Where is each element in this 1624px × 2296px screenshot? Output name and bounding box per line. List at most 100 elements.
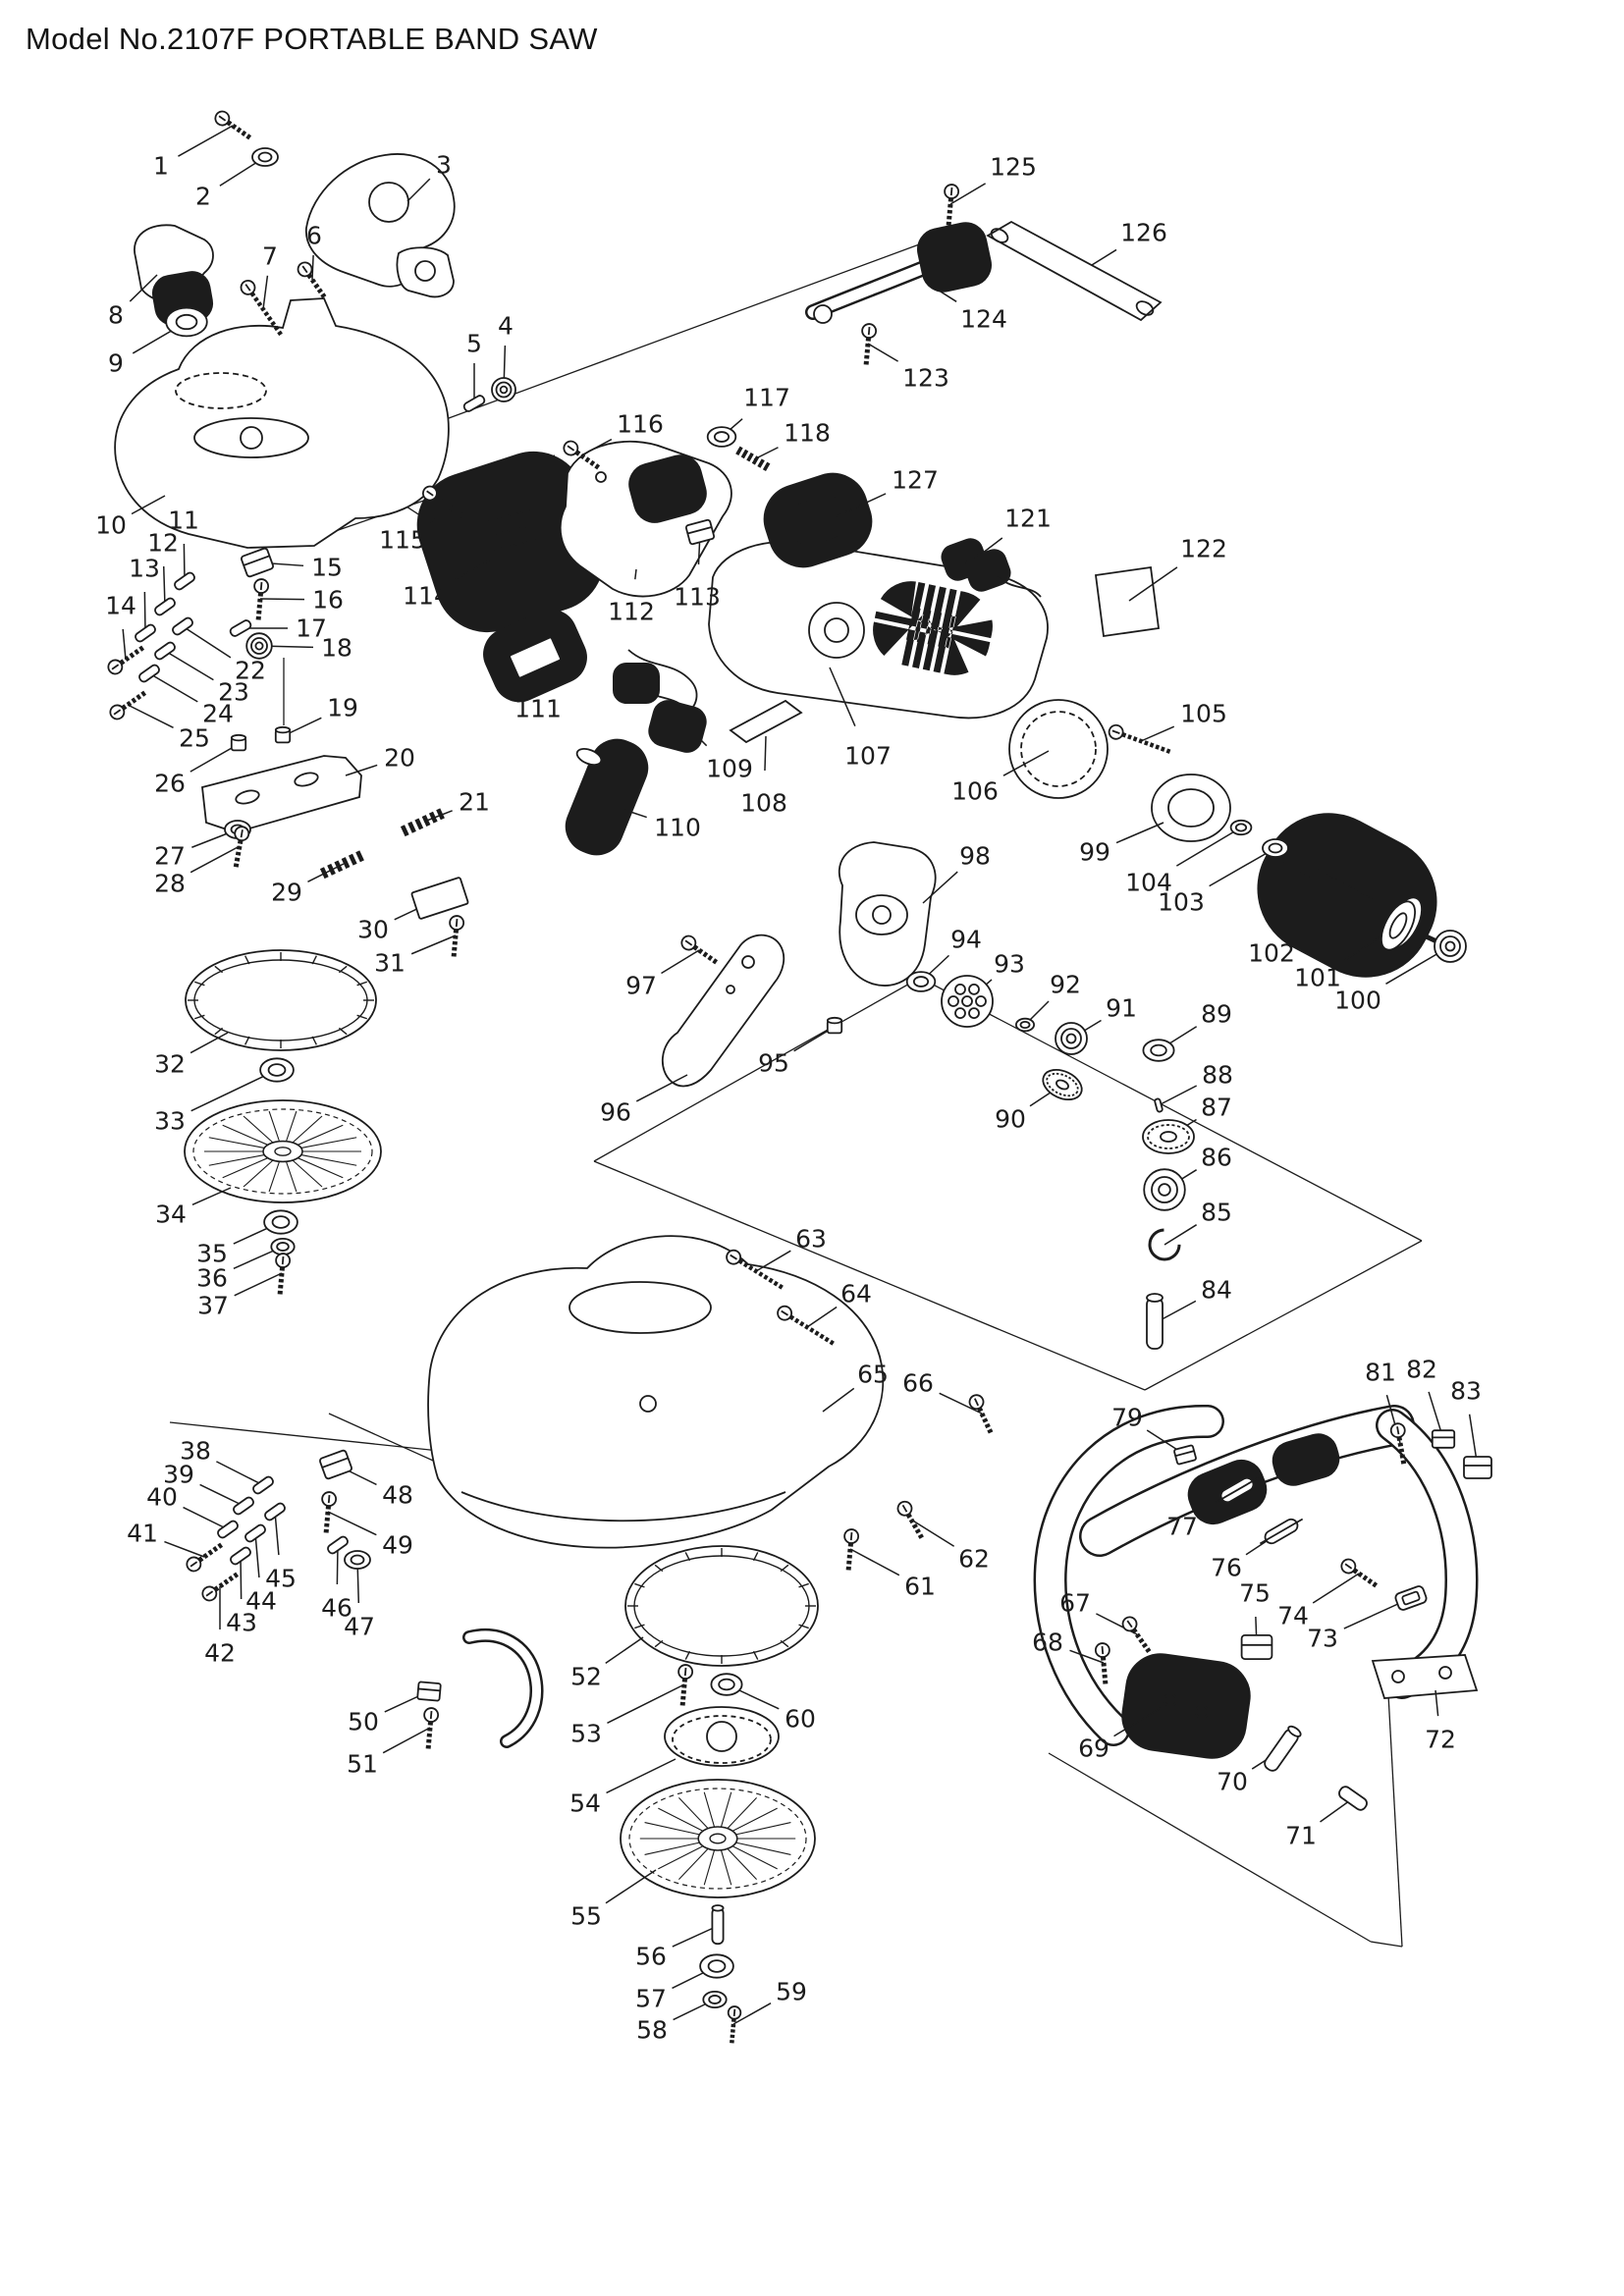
part-label-65: 65 bbox=[857, 1361, 889, 1389]
part-glyphs bbox=[107, 110, 1492, 2044]
part-label-124: 124 bbox=[960, 305, 1007, 334]
leader-line-109 bbox=[677, 716, 708, 747]
part-label-100: 100 bbox=[1334, 987, 1381, 1015]
part-glyph-16 bbox=[253, 578, 270, 621]
construction-line bbox=[1048, 1752, 1372, 1943]
part-label-102: 102 bbox=[1248, 939, 1295, 968]
part-glyph-75 bbox=[1240, 1634, 1273, 1660]
part-glyph-26 bbox=[230, 733, 247, 752]
gasket-108 bbox=[729, 699, 803, 744]
part-label-32: 32 bbox=[154, 1050, 186, 1079]
part-label-108: 108 bbox=[740, 789, 787, 818]
leader-line-112 bbox=[634, 568, 637, 580]
part-label-96: 96 bbox=[600, 1098, 631, 1127]
part-glyph-103 bbox=[1262, 838, 1289, 858]
leader-line-96 bbox=[635, 1074, 688, 1102]
leader-line-103 bbox=[1209, 847, 1276, 887]
part-label-10: 10 bbox=[95, 511, 127, 540]
leader-line-46 bbox=[336, 1544, 339, 1585]
leader-line-115 bbox=[429, 507, 453, 523]
part-label-48: 48 bbox=[382, 1481, 413, 1510]
part-glyph-73 bbox=[1394, 1585, 1428, 1611]
part-glyph-88 bbox=[1154, 1097, 1164, 1113]
part-label-104: 104 bbox=[1125, 869, 1172, 897]
part-label-115: 115 bbox=[379, 526, 426, 555]
part-label-36: 36 bbox=[196, 1264, 228, 1293]
part-glyph-57 bbox=[699, 1953, 734, 1979]
part-label-30: 30 bbox=[357, 916, 389, 944]
part-glyph-42 bbox=[201, 1572, 240, 1602]
leader-line-114 bbox=[454, 559, 492, 581]
part-label-38: 38 bbox=[180, 1437, 211, 1466]
leader-line-16 bbox=[259, 598, 305, 601]
construction-line bbox=[593, 1160, 1146, 1391]
part-glyph-28 bbox=[233, 826, 250, 869]
part-label-92: 92 bbox=[1050, 971, 1081, 999]
leader-line-1 bbox=[178, 125, 234, 157]
construction-line bbox=[1144, 1240, 1423, 1391]
part-label-64: 64 bbox=[840, 1280, 872, 1308]
leader-line-45 bbox=[274, 1511, 280, 1556]
part-label-49: 49 bbox=[382, 1531, 413, 1560]
leader-line-28 bbox=[189, 845, 241, 874]
leader-line-31 bbox=[410, 934, 457, 955]
part-label-63: 63 bbox=[795, 1225, 827, 1254]
part-label-56: 56 bbox=[635, 1943, 667, 1971]
part-label-21: 21 bbox=[459, 788, 490, 817]
part-glyph-9 bbox=[165, 306, 208, 338]
part-glyph-101 bbox=[1380, 900, 1417, 951]
part-label-9: 9 bbox=[108, 349, 124, 378]
part-label-50: 50 bbox=[348, 1708, 379, 1736]
part-glyph-44 bbox=[244, 1523, 266, 1543]
part-label-118: 118 bbox=[784, 419, 831, 448]
leader-line-20 bbox=[345, 764, 378, 776]
part-label-72: 72 bbox=[1425, 1726, 1456, 1754]
part-label-58: 58 bbox=[636, 2016, 668, 2045]
part-label-81: 81 bbox=[1365, 1359, 1396, 1387]
part-label-93: 93 bbox=[994, 950, 1025, 979]
link-bar-126 bbox=[986, 220, 1163, 322]
part-glyph-51 bbox=[423, 1707, 440, 1750]
part-label-75: 75 bbox=[1239, 1579, 1271, 1608]
leader-line-23 bbox=[164, 650, 214, 681]
part-label-69: 69 bbox=[1078, 1735, 1110, 1763]
part-label-127: 127 bbox=[892, 466, 939, 495]
part-label-101: 101 bbox=[1294, 964, 1341, 992]
part-label-71: 71 bbox=[1285, 1822, 1317, 1850]
part-label-33: 33 bbox=[154, 1107, 186, 1136]
part-glyph-24 bbox=[138, 664, 160, 683]
part-label-29: 29 bbox=[271, 879, 302, 907]
part-label-97: 97 bbox=[625, 972, 657, 1000]
part-label-54: 54 bbox=[569, 1789, 601, 1818]
part-label-74: 74 bbox=[1277, 1602, 1309, 1630]
part-label-83: 83 bbox=[1450, 1377, 1482, 1406]
part-glyph-90 bbox=[1042, 1068, 1083, 1101]
leader-line-108 bbox=[764, 735, 767, 772]
part-label-95: 95 bbox=[758, 1049, 789, 1078]
part-label-8: 8 bbox=[108, 301, 124, 330]
part-label-61: 61 bbox=[904, 1573, 936, 1601]
part-label-76: 76 bbox=[1211, 1554, 1242, 1582]
part-glyph-82 bbox=[1431, 1429, 1456, 1449]
part-glyph-2 bbox=[251, 147, 279, 167]
part-label-125: 125 bbox=[990, 153, 1037, 182]
part-label-37: 37 bbox=[197, 1292, 229, 1320]
leader-line-124 bbox=[932, 286, 957, 302]
leader-line-32 bbox=[189, 1032, 229, 1054]
part-label-87: 87 bbox=[1201, 1094, 1232, 1122]
leader-line-126 bbox=[1091, 248, 1117, 266]
leader-line-56 bbox=[672, 1925, 719, 1948]
part-label-85: 85 bbox=[1201, 1199, 1232, 1227]
part-glyph-104 bbox=[1229, 819, 1253, 836]
part-label-106: 106 bbox=[951, 777, 999, 806]
wiring-109 bbox=[627, 649, 698, 716]
construction-line bbox=[919, 977, 1423, 1242]
part-glyph-31 bbox=[449, 915, 465, 958]
part-glyph-50 bbox=[416, 1681, 442, 1702]
construction-line bbox=[593, 977, 921, 1162]
part-glyph-81 bbox=[1389, 1422, 1407, 1466]
part-glyph-21 bbox=[400, 806, 449, 837]
part-glyph-117 bbox=[706, 426, 737, 448]
part-glyph-13 bbox=[135, 623, 156, 643]
part-glyph-37 bbox=[275, 1253, 292, 1296]
